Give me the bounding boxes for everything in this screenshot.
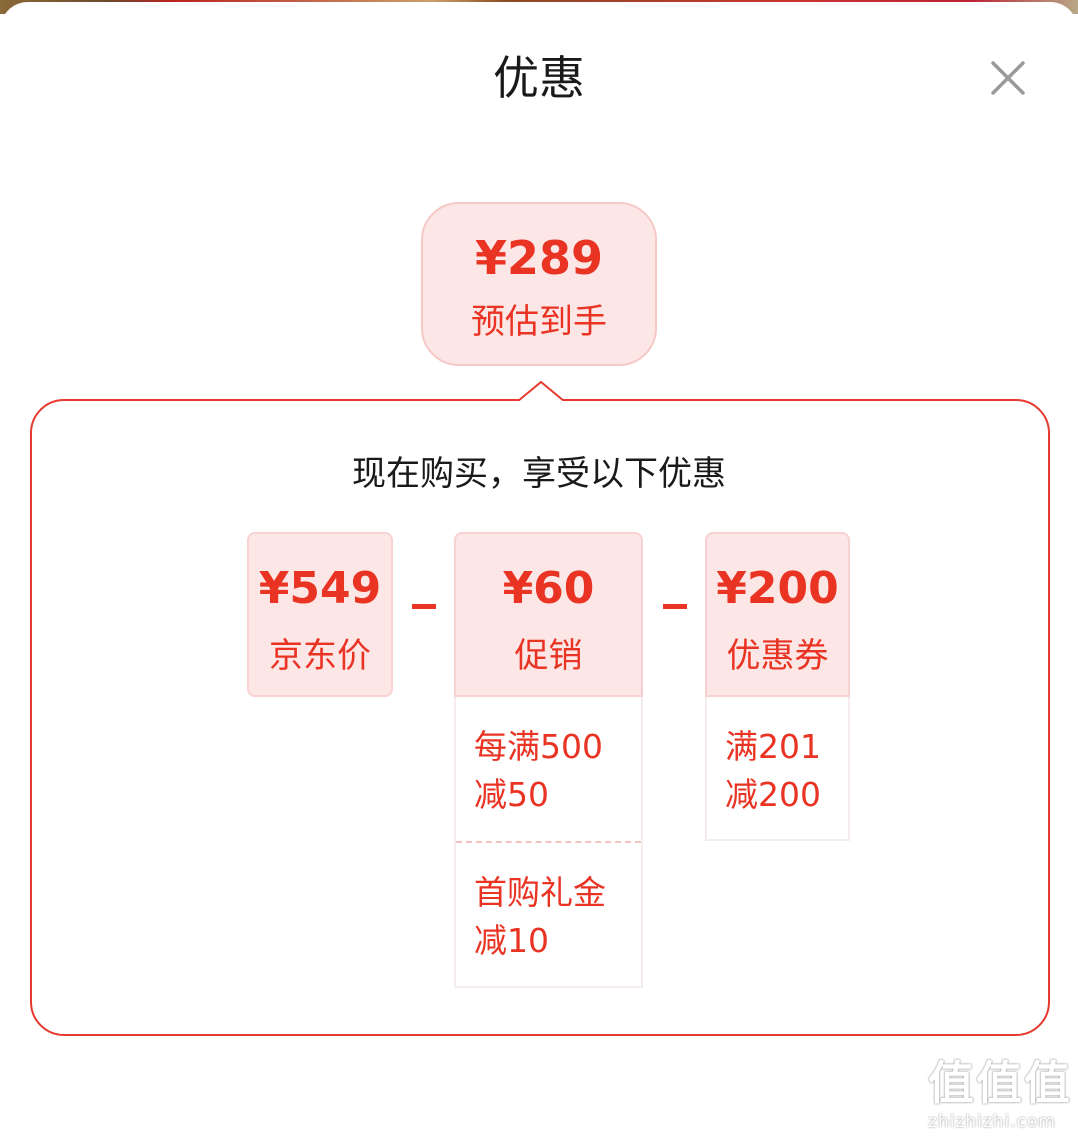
close-icon [991,61,1025,95]
promotion-card: ¥60 促销 [454,532,643,697]
close-button[interactable] [988,58,1028,98]
promotion-details: 每满500 减50 首购礼金 减10 [454,697,643,988]
promotion-value: ¥60 [502,563,595,614]
detail-divider [456,841,641,843]
coupon-card: ¥200 优惠券 [705,532,850,697]
promotion-detail-item: 首购礼金 减10 [474,873,606,960]
promotion-label: 促销 [514,636,583,676]
estimated-price-label: 预估到手 [471,302,607,342]
watermark-text: zhizhizhi.com [928,1112,1056,1132]
watermark-logo-glyph: 值 [976,1056,1022,1110]
site-watermark: 值 值 值 zhizhizhi.com [924,1056,1072,1136]
coupon-value: ¥200 [716,563,839,614]
panel-heading: 现在购买，享受以下优惠 [352,454,726,494]
minus-sign [412,604,436,609]
coupon-detail-item: 满201 减200 [725,727,821,814]
promotion-detail-item: 每满500 减50 [474,727,603,814]
estimated-price-box: ¥289 预估到手 [421,202,657,366]
jd-price-value: ¥549 [258,563,382,614]
jd-price-label: 京东价 [269,636,371,676]
coupon-details: 满201 减200 [705,697,850,841]
estimated-price: ¥289 [474,231,604,285]
sheet-title: 优惠 [493,51,585,105]
watermark-logo-glyph: 值 [1024,1056,1070,1110]
panel-pointer-notch [518,380,564,404]
minus-sign [663,604,687,609]
watermark-logo-glyph: 值 [928,1056,974,1110]
coupon-label: 优惠券 [726,636,829,676]
jd-price-card: ¥549 京东价 [247,532,393,697]
